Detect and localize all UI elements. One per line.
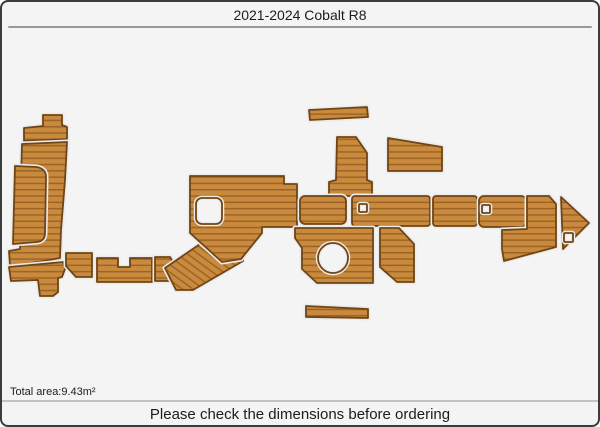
step-pad-1 bbox=[297, 193, 349, 227]
total-area-label: Total area:9.43m² bbox=[10, 386, 96, 398]
top-divider bbox=[8, 26, 592, 28]
step-pad-3 bbox=[430, 193, 480, 229]
step-pad-4 bbox=[476, 193, 529, 230]
flag-pad bbox=[499, 193, 559, 264]
notice-text: Please check the dimensions before order… bbox=[149, 406, 451, 423]
t-shaped-pad bbox=[326, 134, 375, 199]
angled-panel-pad bbox=[385, 135, 445, 174]
left-trapezoid-pad bbox=[63, 250, 95, 280]
lower-strip-pad bbox=[303, 303, 371, 321]
left-bottom-pad bbox=[6, 259, 68, 299]
engine-hatch-pad bbox=[292, 225, 376, 286]
bottom-divider bbox=[2, 400, 598, 402]
bow-tip-pad bbox=[558, 194, 592, 252]
left-top-step-pad bbox=[21, 112, 70, 144]
corner-step-pad bbox=[377, 225, 417, 285]
page-title: 2021-2024 Cobalt R8 bbox=[233, 7, 367, 23]
left-inset-pad bbox=[10, 163, 49, 247]
step-pad-2 bbox=[349, 193, 433, 229]
top-strip-pad bbox=[306, 104, 371, 123]
main-cockpit-pad bbox=[187, 173, 300, 265]
notched-bench-pad bbox=[94, 255, 155, 285]
